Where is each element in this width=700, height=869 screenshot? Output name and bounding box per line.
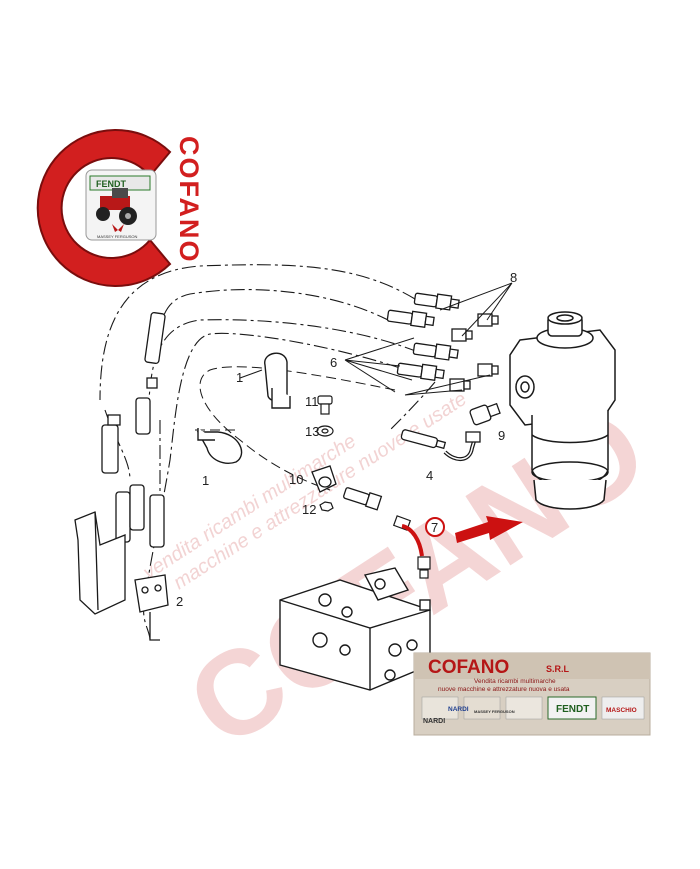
pipe-7 [392,515,431,579]
tractor-icon [96,188,137,225]
hose-fittings [386,292,501,426]
banner-brand-4: MASCHIO [606,707,637,714]
left-assembly [74,312,169,641]
banner-title-suffix: S.R.L [546,664,570,674]
callout-2: 2 [176,594,183,609]
banner-brand-1: NARDI [423,718,445,725]
clamp-lower [196,428,243,464]
callout-1-lower: 1 [202,473,209,488]
banner-line-2: nuove macchine e attrezzature nuova e us… [438,686,570,693]
banner-line-1: Vendita ricambi multimarche [474,678,556,685]
cofano-banner: COFANO S.R.L Vendita ricambi multimarche… [413,652,651,736]
bracket-10 [311,465,337,493]
callout-7-highlight: 7 [425,516,523,543]
logo-c-shape [36,129,172,287]
banner-brand-5: NARDI [448,706,469,713]
callout-6: 6 [330,355,337,370]
callout-8: 8 [510,270,517,285]
logo-badge-text: FENDT [96,179,126,189]
banner-brand-3: FENDT [556,704,589,715]
leader-lines [239,282,513,396]
callout-labels: 8 6 1 1 11 13 10 12 4 9 2 [176,270,517,609]
callout-4: 4 [426,468,433,483]
massey-mark-icon [112,224,124,232]
nut-12 [319,501,334,512]
callout-9: 9 [498,428,505,443]
cofano-logo: FENDT MASSEY FERGUSON COFANO [36,129,204,287]
pipe-4 [400,429,481,461]
callout-1-upper: 1 [236,370,243,385]
steering-unit [509,311,616,510]
red-arrow-icon [455,516,523,543]
fitting-near-10 [343,487,383,511]
valve-block [279,567,431,691]
washer-13 [316,425,334,437]
callout-7: 7 [431,520,438,535]
clamp-upper [264,352,291,409]
banner-title: COFANO [428,657,509,678]
banner-brand-2: MASSEY FERGUSON [474,709,515,714]
callout-10: 10 [289,472,303,487]
callout-12: 12 [302,502,316,517]
bolt-11 [317,395,333,415]
callout-13: 13 [305,424,319,439]
logo-vertical-text: COFANO [174,136,204,264]
logo-footer-text: MASSEY FERGUSON [97,234,137,239]
callout-11: 11 [305,394,319,409]
